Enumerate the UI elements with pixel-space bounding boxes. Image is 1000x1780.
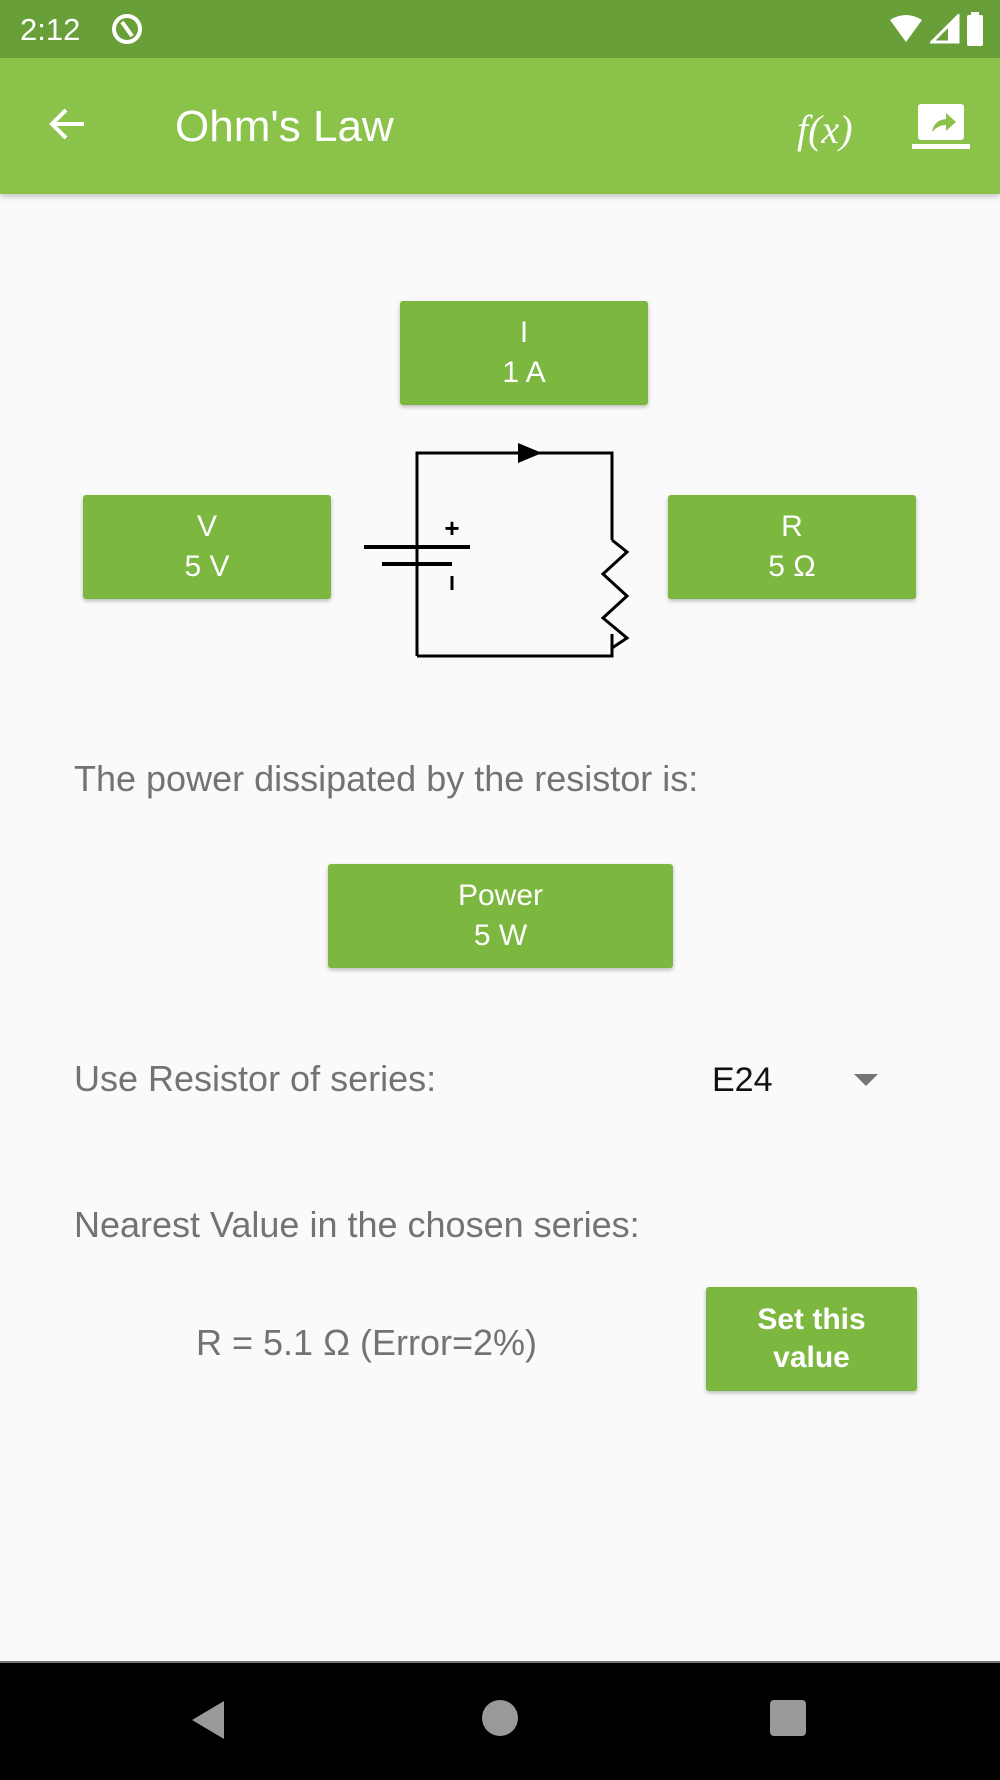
nav-back-icon[interactable] xyxy=(190,1699,226,1741)
power-value: 5 W xyxy=(473,919,528,952)
circuit-diagram: + xyxy=(364,443,630,658)
battery-plus-sign: + xyxy=(444,513,459,543)
status-bar: 2:12 xyxy=(0,0,1000,58)
dropdown-arrow-icon xyxy=(854,1074,878,1086)
back-arrow-icon[interactable] xyxy=(44,100,92,148)
battery-icon xyxy=(967,12,983,46)
series-selected: E24 xyxy=(712,1060,773,1099)
voltage-value: 5 V xyxy=(184,550,230,583)
series-label: Use Resistor of series: xyxy=(74,1058,437,1099)
set-value-line2: value xyxy=(773,1341,850,1374)
navigation-bar xyxy=(0,1661,1000,1780)
current-button[interactable]: I 1 A xyxy=(400,301,648,405)
voltage-button[interactable]: V 5 V xyxy=(83,495,331,599)
notification-icon xyxy=(112,14,142,44)
app-bar: Ohm's Law f(x) xyxy=(0,58,1000,194)
set-value-button[interactable]: Set this value xyxy=(706,1287,917,1391)
power-name: Power xyxy=(457,879,544,912)
formula-icon[interactable]: f(x) xyxy=(797,107,853,152)
power-description: The power dissipated by the resistor is: xyxy=(74,758,699,799)
share-icon[interactable] xyxy=(910,102,972,152)
wifi-icon xyxy=(890,15,922,42)
resistance-button[interactable]: R 5 Ω xyxy=(668,495,916,599)
set-value-line1: Set this xyxy=(757,1303,866,1336)
circuit-wire-top xyxy=(415,451,614,656)
nav-recents-icon[interactable] xyxy=(769,1699,807,1737)
status-time: 2:12 xyxy=(20,12,81,47)
nearest-result: R = 5.1 Ω (Error=2%) xyxy=(196,1322,538,1363)
voltage-name: V xyxy=(196,510,217,543)
system-icons xyxy=(888,12,984,46)
power-button[interactable]: Power 5 W xyxy=(328,864,673,968)
resistance-name: R xyxy=(781,510,803,543)
current-name: I xyxy=(519,316,529,349)
signal-icon xyxy=(930,14,960,44)
resistor-symbol xyxy=(600,538,630,650)
nearest-label: Nearest Value in the chosen series: xyxy=(74,1204,640,1245)
current-arrow-icon xyxy=(518,443,542,463)
circuit-wire-bottom xyxy=(417,634,614,658)
current-value: 1 A xyxy=(502,356,546,389)
page-title: Ohm's Law xyxy=(175,102,394,151)
resistance-value: 5 Ω xyxy=(768,550,816,583)
nav-home-icon[interactable] xyxy=(481,1699,519,1737)
series-dropdown[interactable]: E24 xyxy=(700,1050,900,1110)
